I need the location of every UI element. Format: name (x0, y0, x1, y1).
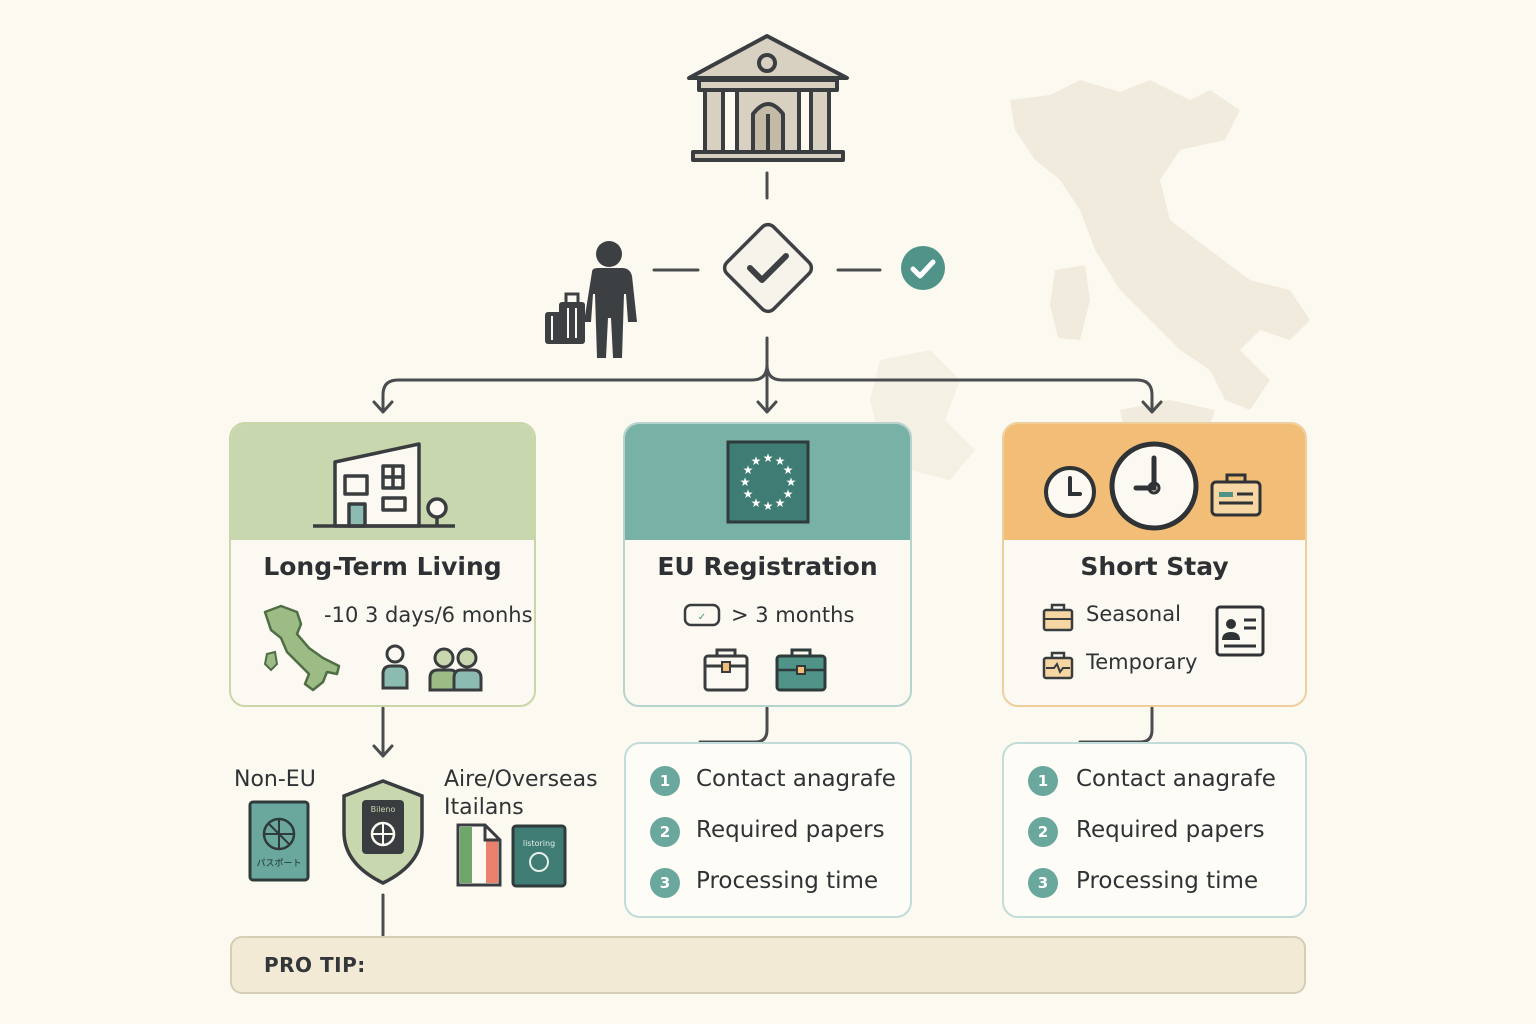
town-hall-icon (687, 34, 849, 162)
small-suitcase-icon (1210, 473, 1262, 517)
seasonal-bag-icon (1042, 603, 1074, 632)
short-item-seasonal: Seasonal (1086, 602, 1181, 626)
house-icon (313, 442, 455, 528)
svg-text:★: ★ (783, 463, 794, 477)
card-title-long-term: Long-Term Living (263, 552, 502, 581)
step-number: 1 (650, 766, 680, 796)
italy-map-icon (263, 604, 341, 692)
step-label-contact[interactable]: Contact anagrafe (696, 766, 896, 792)
step-number: 3 (1028, 868, 1058, 898)
passport-text: パスポート (256, 858, 301, 869)
step-number: 2 (650, 817, 680, 847)
svg-text:★: ★ (786, 475, 797, 489)
large-clock-icon (1109, 441, 1199, 531)
card-long-term-living[interactable]: Long-Term Living -10 3 days/6 monhs (229, 422, 536, 707)
booklet-icon: listoring (511, 824, 567, 888)
svg-text:★: ★ (775, 496, 786, 510)
step-label-papers[interactable]: Required papers (1076, 817, 1265, 843)
couple-icon (428, 647, 483, 692)
svg-text:★: ★ (743, 487, 754, 501)
svg-text:★: ★ (763, 499, 774, 513)
step-label-contact[interactable]: Contact anagrafe (1076, 766, 1276, 792)
svg-text:★: ★ (763, 451, 774, 465)
shield-text: Bileno (371, 805, 396, 814)
traveler-with-luggage-icon (545, 241, 637, 358)
svg-text:★: ★ (751, 496, 762, 510)
suitcase-icon (775, 648, 827, 692)
italy-flag-icon (456, 823, 502, 887)
calendar-icon: ✓ (683, 603, 721, 627)
step-label-papers[interactable]: Required papers (696, 817, 885, 843)
pro-tip-label: PRO TIP: (264, 953, 366, 977)
id-card-icon (1215, 605, 1265, 657)
steps-box-short: 1 Contact anagrafe 2 Required papers 3 P… (1002, 742, 1307, 918)
card-title-short: Short Stay (1080, 552, 1229, 581)
clock-icon (1044, 466, 1096, 518)
steps-box-eu: 1 Contact anagrafe 2 Required papers 3 P… (624, 742, 912, 918)
temporary-bag-icon (1042, 651, 1074, 680)
duration-text-eu: > 3 months (731, 603, 855, 627)
person-icon (381, 644, 409, 690)
svg-text:✓: ✓ (698, 612, 706, 623)
step-label-processing[interactable]: Processing time (1076, 868, 1259, 894)
step-label-processing[interactable]: Processing time (696, 868, 879, 894)
aire-label-line1: Aire/Overseas (444, 767, 598, 792)
passport-icon: パスポート (248, 800, 310, 882)
short-item-temporary: Temporary (1086, 650, 1198, 674)
shield-icon: Bileno (342, 779, 424, 885)
pro-tip-bar: PRO TIP: (230, 936, 1306, 994)
aire-label-line2: Itailans (444, 795, 524, 820)
card-eu-registration[interactable]: ★★★ ★★★ ★★★ ★★★ EU Registration ✓ > 3 mo… (623, 422, 912, 707)
step-number: 3 (650, 868, 680, 898)
card-title-eu: EU Registration (657, 552, 878, 581)
non-eu-label: Non-EU (234, 767, 316, 792)
checkmark-diamond-icon (722, 222, 814, 314)
svg-text:★: ★ (775, 454, 786, 468)
booklet-text: listoring (523, 839, 555, 848)
check-circle-icon (901, 246, 945, 290)
svg-text:★: ★ (751, 454, 762, 468)
step-number: 2 (1028, 817, 1058, 847)
step-number: 1 (1028, 766, 1058, 796)
eu-flag-icon: ★★★ ★★★ ★★★ ★★★ (726, 440, 810, 524)
svg-text:★: ★ (743, 463, 754, 477)
svg-text:★: ★ (740, 475, 751, 489)
duration-text-long-term: -10 3 days/6 monhs (324, 603, 533, 627)
card-short-stay[interactable]: Short Stay Seasonal Temporary (1002, 422, 1307, 707)
briefcase-icon (703, 648, 749, 692)
svg-text:★: ★ (783, 487, 794, 501)
